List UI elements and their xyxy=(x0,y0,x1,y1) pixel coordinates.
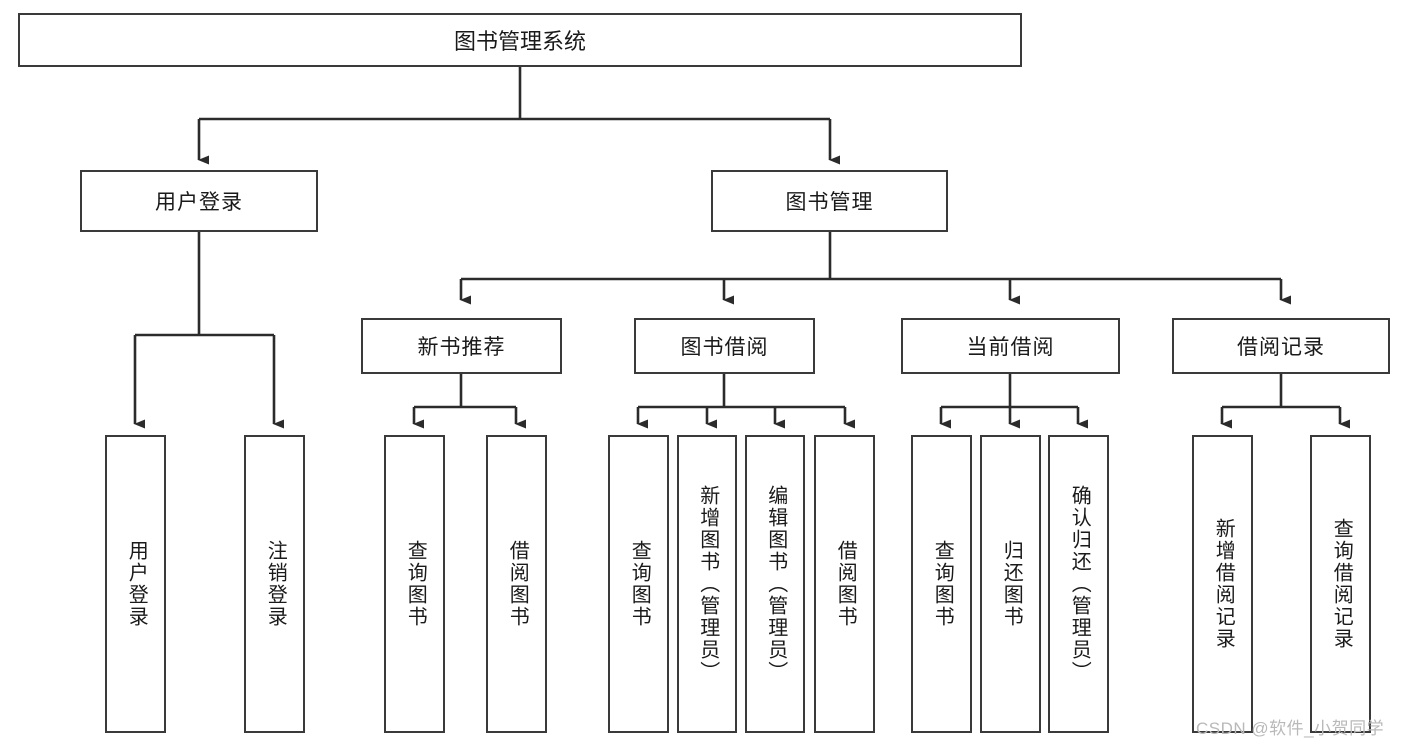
node-label: 图书借阅 xyxy=(680,336,769,359)
leaf-borrow-edit-book[interactable]: 编辑图书（管理员） xyxy=(745,435,805,733)
node-borrow-record[interactable]: 借阅记录 xyxy=(1172,318,1390,374)
leaf-user-login-do[interactable]: 用户登录 xyxy=(105,435,166,733)
leaf-borrow-add-book[interactable]: 新增图书（管理员） xyxy=(677,435,737,733)
node-label: 图书管理系统 xyxy=(453,29,586,54)
leaf-cur-query-book[interactable]: 查询图书 xyxy=(911,435,972,733)
node-user-login[interactable]: 用户登录 xyxy=(80,170,318,232)
node-label: 编辑图书（管理员） xyxy=(764,485,787,683)
node-label: 确认归还（管理员） xyxy=(1068,485,1091,683)
leaf-cur-confirm-return[interactable]: 确认归还（管理员） xyxy=(1048,435,1109,733)
csdn-watermark: CSDN @软件_小贺同学 xyxy=(1196,719,1385,738)
node-label: 借阅记录 xyxy=(1237,336,1325,359)
leaf-borrow-query-book[interactable]: 查询图书 xyxy=(608,435,669,733)
node-root-system[interactable]: 图书管理系统 xyxy=(18,13,1022,67)
node-label: 查询图书 xyxy=(404,540,427,628)
node-current-borrow[interactable]: 当前借阅 xyxy=(901,318,1120,374)
node-book-borrow[interactable]: 图书借阅 xyxy=(634,318,815,374)
node-label: 借阅图书 xyxy=(506,540,529,628)
node-label: 新书推荐 xyxy=(417,336,506,359)
node-label: 新增图书（管理员） xyxy=(696,485,719,683)
leaf-rec-add-record[interactable]: 新增借阅记录 xyxy=(1192,435,1253,733)
node-label: 借阅图书 xyxy=(834,540,857,628)
leaf-rec-borrow-book[interactable]: 借阅图书 xyxy=(486,435,547,733)
node-label: 用户登录 xyxy=(125,540,148,628)
node-label: 归还图书 xyxy=(1000,540,1023,628)
node-label: 图书管理 xyxy=(785,191,874,214)
node-label: 查询借阅记录 xyxy=(1330,518,1353,650)
node-label: 注销登录 xyxy=(264,540,287,628)
node-label: 查询图书 xyxy=(628,540,651,628)
node-label: 用户登录 xyxy=(155,191,243,214)
node-label: 当前借阅 xyxy=(966,336,1055,359)
node-book-manage[interactable]: 图书管理 xyxy=(711,170,948,232)
node-label: 查询图书 xyxy=(931,540,954,628)
leaf-borrow-borrow-book[interactable]: 借阅图书 xyxy=(814,435,875,733)
node-new-book-recommend[interactable]: 新书推荐 xyxy=(361,318,562,374)
leaf-rec-query-book[interactable]: 查询图书 xyxy=(384,435,445,733)
node-label: 新增借阅记录 xyxy=(1212,518,1235,650)
leaf-cur-return-book[interactable]: 归还图书 xyxy=(980,435,1041,733)
leaf-rec-query-record[interactable]: 查询借阅记录 xyxy=(1310,435,1371,733)
leaf-user-logout[interactable]: 注销登录 xyxy=(244,435,305,733)
